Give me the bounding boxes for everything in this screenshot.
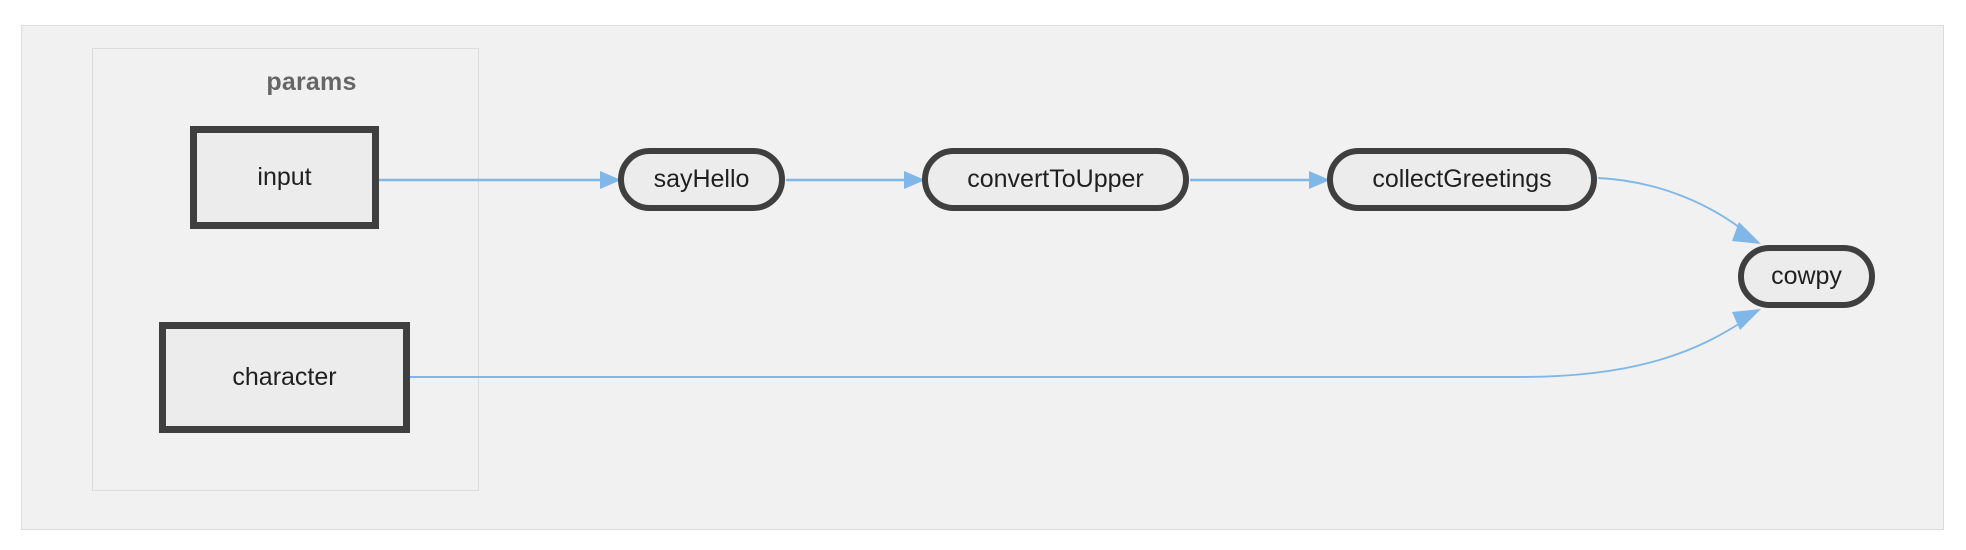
node-collectgreetings-label: collectGreetings xyxy=(1372,165,1552,193)
node-character[interactable]: character xyxy=(159,322,410,433)
flowchart-outer-container: params xyxy=(21,25,1944,530)
node-character-label: character xyxy=(232,363,337,391)
node-cowpy[interactable]: cowpy xyxy=(1738,245,1875,308)
node-cowpy-label: cowpy xyxy=(1771,262,1842,290)
node-sayhello-label: sayHello xyxy=(653,165,750,193)
node-input-label: input xyxy=(257,163,312,191)
node-converttoupper-label: convertToUpper xyxy=(967,165,1144,193)
node-input[interactable]: input xyxy=(190,126,379,229)
node-converttoupper[interactable]: convertToUpper xyxy=(922,148,1189,211)
node-collectgreetings[interactable]: collectGreetings xyxy=(1327,148,1597,211)
subgraph-params-label: params xyxy=(266,68,357,96)
node-sayhello[interactable]: sayHello xyxy=(618,148,785,211)
